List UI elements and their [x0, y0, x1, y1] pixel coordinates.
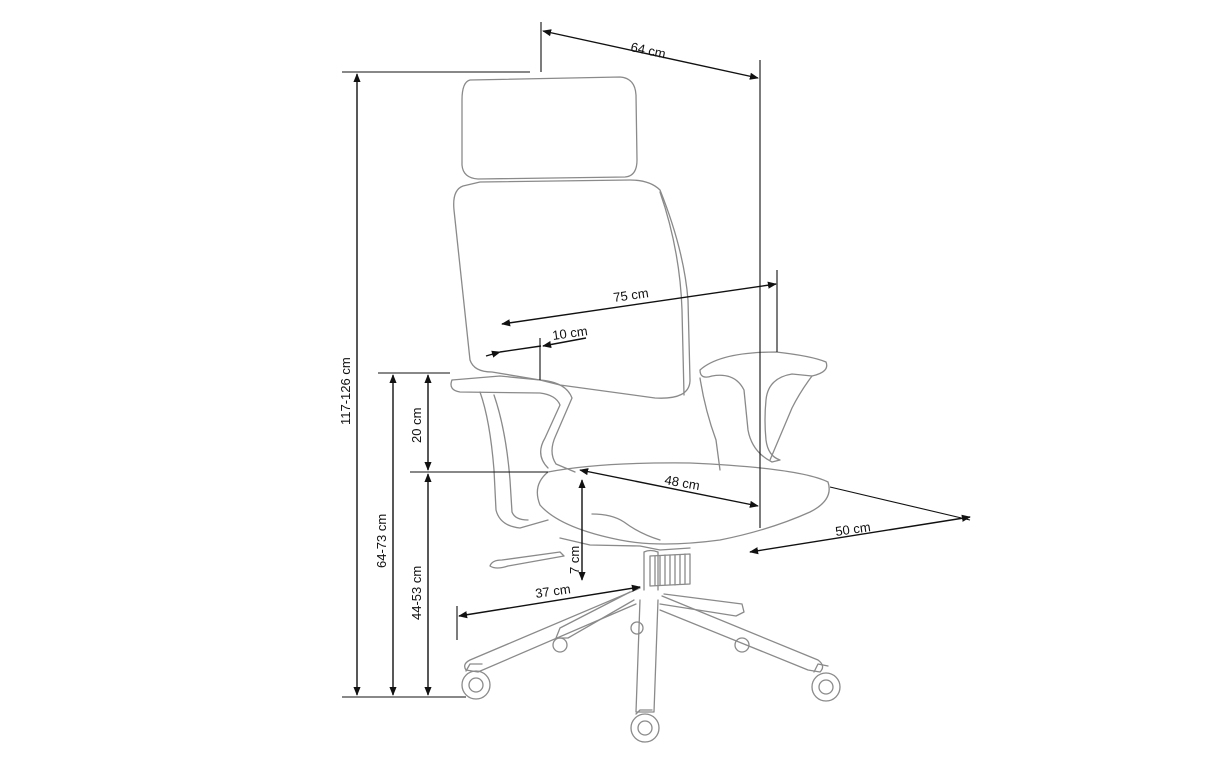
- base-front-leg: [635, 599, 659, 713]
- base-rear-right-leg: [659, 593, 745, 617]
- caster-rear-left: [552, 637, 568, 653]
- caster-rear-right: [734, 637, 750, 653]
- caster-right: [811, 663, 841, 702]
- caster-front: [630, 709, 660, 743]
- caster-rear-center: [630, 621, 644, 635]
- label-base-radius: 37 cm: [534, 581, 571, 601]
- label-arm-width: 10 cm: [551, 323, 588, 343]
- dim-seat-width-line: [749, 514, 971, 555]
- gas-cylinder: [643, 549, 659, 591]
- right-arm-support: [699, 375, 813, 471]
- label-seat-height: 44-53 cm: [409, 566, 424, 620]
- caster-left: [461, 663, 491, 700]
- backrest: [453, 179, 691, 399]
- label-seat-adjust: 7 cm: [567, 546, 582, 574]
- dim-width-line: [542, 29, 759, 80]
- tilt-lever: [489, 551, 565, 569]
- ext-depth: [829, 486, 971, 521]
- left-armrest-pad: [451, 375, 541, 381]
- label-armrest-span: 75 cm: [612, 285, 649, 305]
- dim-base-radius-line: [458, 584, 641, 619]
- dimension-lines: [342, 22, 971, 698]
- left-armrest: [450, 379, 576, 473]
- seat-front-edge: [591, 513, 661, 541]
- label-width: 64 cm: [629, 39, 667, 61]
- label-arm-to-seat: 20 cm: [409, 408, 424, 443]
- label-seat-depth: 48 cm: [663, 472, 700, 493]
- cylinder-ribs: [654, 553, 686, 586]
- dimension-labels: 64 cm 117-126 cm 64-73 cm 44-53 cm 20 cm…: [338, 39, 871, 620]
- label-overall-height: 117-126 cm: [338, 357, 353, 425]
- label-armrest-height: 64-73 cm: [374, 514, 389, 568]
- chair-drawing: [450, 76, 841, 743]
- label-seat-width: 50 cm: [834, 519, 871, 539]
- left-arm-support: [479, 391, 549, 529]
- right-armrest: [699, 351, 828, 463]
- dim-arm-width-line-a: [485, 350, 501, 358]
- cylinder-cover: [649, 553, 691, 587]
- dim-arm-width-line-mid: [499, 345, 542, 353]
- dim-seat-depth-line: [579, 468, 759, 508]
- dim-armrest-span-line: [501, 281, 777, 327]
- base-right-leg: [659, 595, 824, 673]
- dim-arm-width-line-b: [542, 337, 587, 349]
- headrest: [461, 76, 638, 180]
